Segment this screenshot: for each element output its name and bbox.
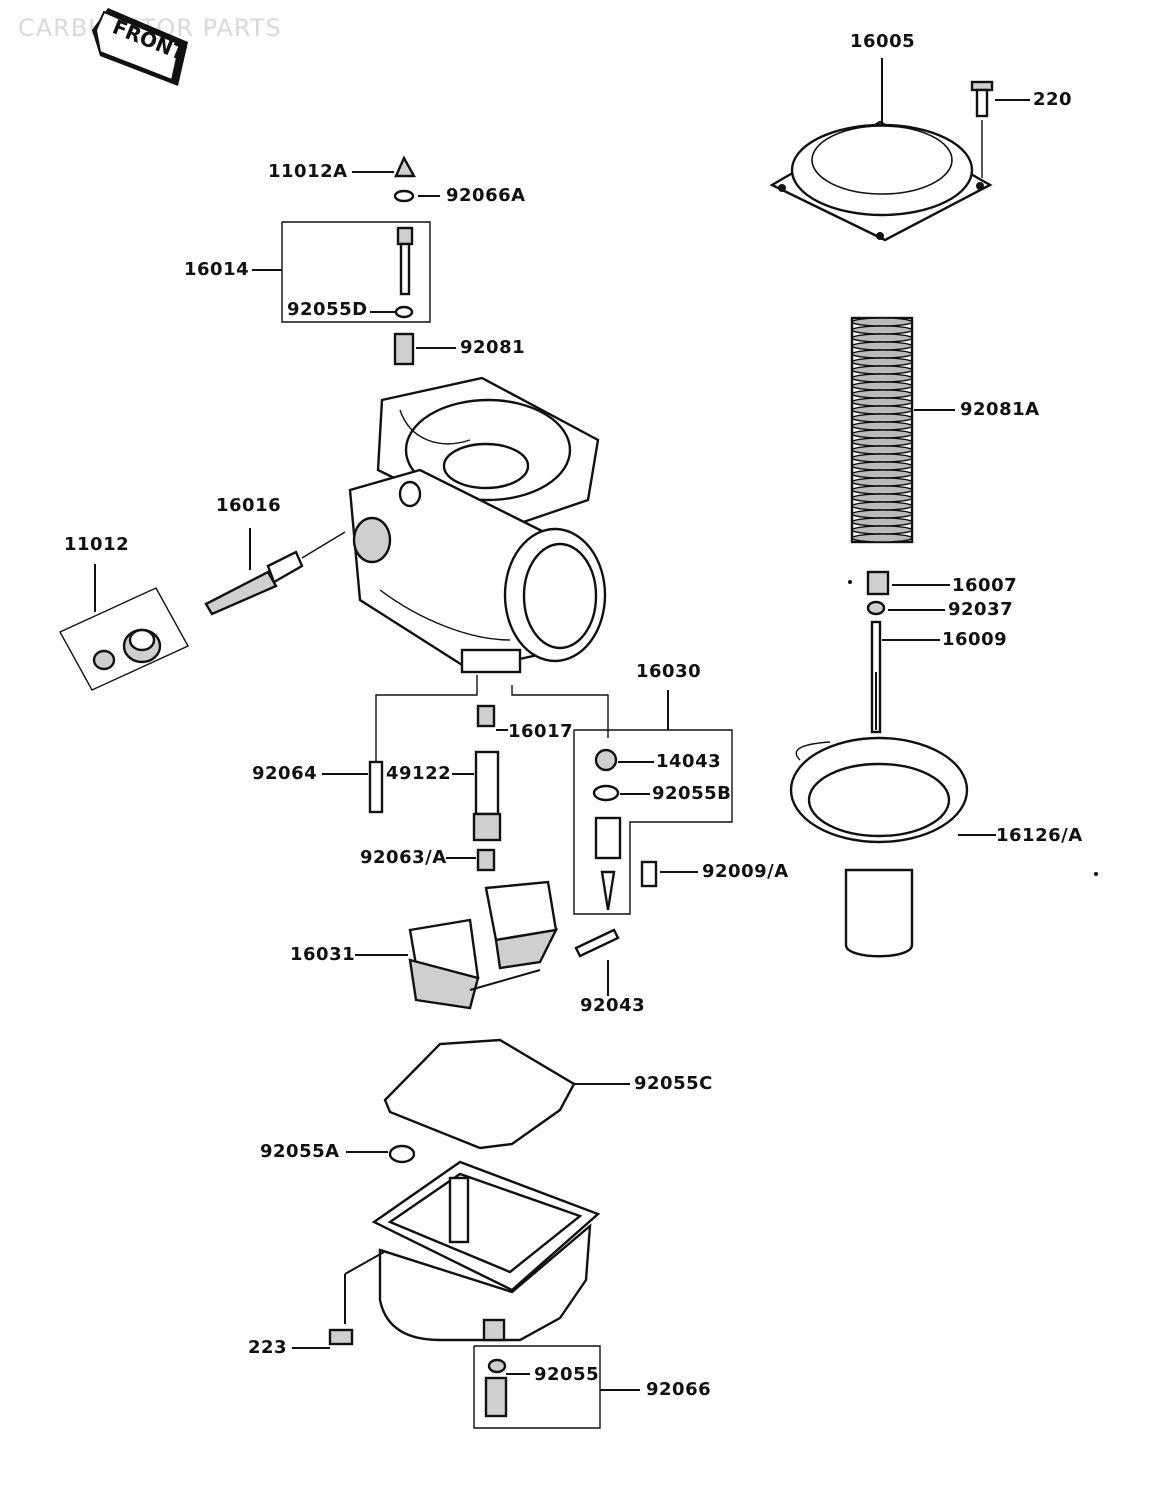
label-11012: 11012: [64, 534, 130, 555]
label-92063A: 92063/A: [360, 847, 447, 868]
spring-coil: [851, 533, 913, 543]
spring-coil: [851, 461, 913, 471]
label-16009: 16009: [942, 629, 1008, 650]
label-220: 220: [1033, 89, 1073, 110]
spring-coil: [851, 325, 913, 335]
label-14043: 14043: [656, 751, 722, 772]
spring-coil: [851, 381, 913, 391]
spring-coil: [851, 493, 913, 503]
spring-coil: [851, 517, 913, 527]
spring-coil: [851, 509, 913, 519]
spring-coil: [851, 445, 913, 455]
spring-coil: [851, 405, 913, 415]
spring-coil: [851, 333, 913, 343]
spring-coil: [851, 413, 913, 423]
spring-coil: [851, 341, 913, 351]
pilot-screw: [204, 531, 346, 616]
label-49122: 49122: [386, 763, 452, 784]
label-92064: 92064: [252, 763, 318, 784]
spring-coil: [851, 485, 913, 495]
label-16016: 16016: [216, 495, 282, 516]
large-spring: [850, 316, 914, 544]
label-16014: 16014: [184, 259, 250, 280]
spring-coil: [851, 317, 913, 327]
cap-part: [394, 155, 417, 178]
spring-coil: [851, 477, 913, 487]
spring-coil: [851, 373, 913, 383]
spring-coil: [851, 501, 913, 511]
small-spring: [393, 332, 415, 366]
spring-coil: [851, 357, 913, 367]
label-92043: 92043: [580, 995, 646, 1016]
label-92055A: 92055A: [260, 1141, 340, 1162]
cover-screw: [970, 80, 994, 118]
front-arrow-sign: FRONT: [92, 8, 189, 86]
label-11012A: 11012A: [268, 161, 348, 182]
label-16017: 16017: [508, 721, 574, 742]
spring-coil: [851, 469, 913, 479]
label-92055B: 92055B: [652, 783, 732, 804]
spring-coil: [851, 421, 913, 431]
label-92037: 92037: [948, 599, 1014, 620]
spring-coil: [851, 453, 913, 463]
carburetor-body: [348, 376, 607, 674]
spring-coil: [851, 397, 913, 407]
label-16126A: 16126/A: [996, 825, 1083, 846]
diaphragm-cover: [769, 120, 993, 242]
spring-coil: [851, 525, 913, 535]
label-92055C: 92055C: [634, 1073, 713, 1094]
label-92081A: 92081A: [960, 399, 1040, 420]
spring-coil: [851, 365, 913, 375]
label-92055D: 92055D: [287, 299, 368, 320]
label-16007: 16007: [952, 575, 1018, 596]
washer-part: [393, 189, 415, 203]
label-16030: 16030: [636, 661, 702, 682]
spring-coil: [851, 349, 913, 359]
label-92066A: 92066A: [446, 185, 526, 206]
label-92066: 92066: [646, 1379, 712, 1400]
label-92081: 92081: [460, 337, 526, 358]
spring-coil: [851, 429, 913, 439]
float-assembly: [408, 880, 559, 1010]
label-223: 223: [248, 1337, 288, 1358]
spring-coil: [851, 389, 913, 399]
label-16005: 16005: [850, 31, 916, 52]
float-bowl: [371, 1160, 601, 1342]
label-16031: 16031: [290, 944, 356, 965]
spring-coil: [851, 437, 913, 447]
label-92055: 92055: [534, 1364, 600, 1385]
label-92009A: 92009/A: [702, 861, 789, 882]
throttle-slide: [789, 736, 969, 958]
